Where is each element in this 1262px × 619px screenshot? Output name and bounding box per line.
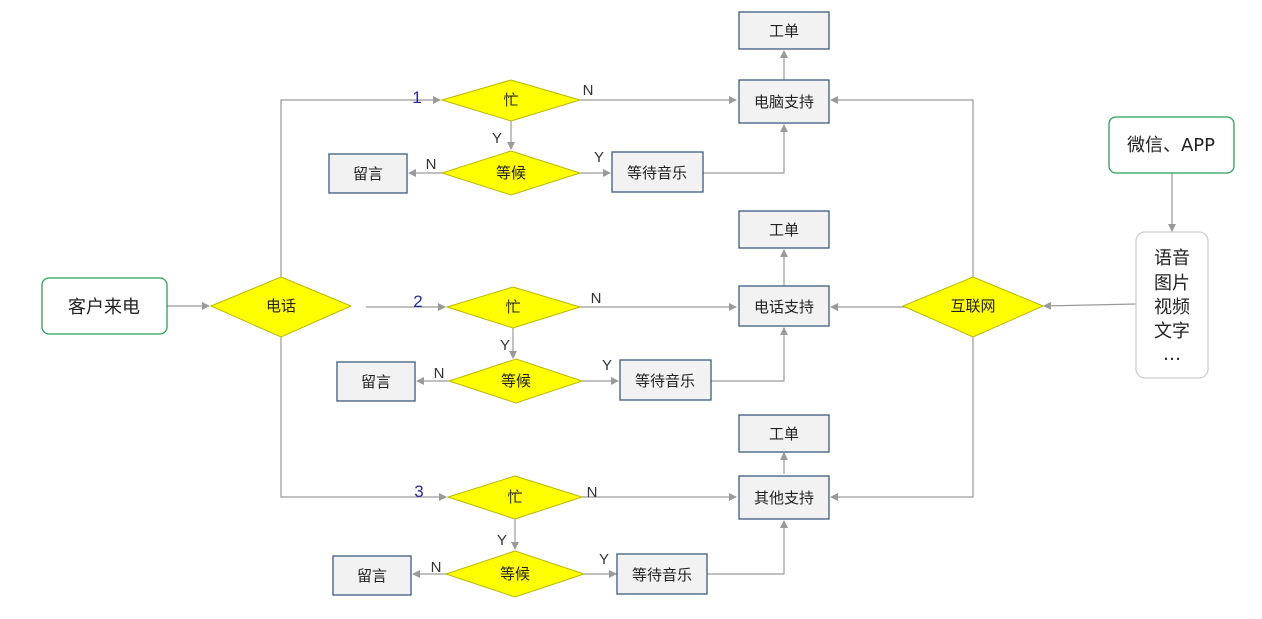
no-label: N <box>587 484 598 501</box>
lane-3: 3 忙 等候 留言 等待音乐 其他支持 工单 N Y N Y <box>332 414 830 598</box>
music-label: 等待音乐 <box>635 372 695 390</box>
support-label: 电话支持 <box>754 298 814 316</box>
media-item: 文字 <box>1154 321 1190 342</box>
ticket-label: 工单 <box>769 425 799 443</box>
music-label: 等待音乐 <box>627 164 687 182</box>
message-label: 留言 <box>357 567 387 585</box>
yes-label: Y <box>492 130 502 147</box>
busy-decision: 忙 <box>446 475 584 520</box>
no-label: N <box>591 290 602 307</box>
edge-internet-to-support1 <box>830 96 974 277</box>
music-box: 等待音乐 <box>619 359 712 401</box>
support-label: 其他支持 <box>754 489 814 507</box>
busy-label: 忙 <box>507 488 522 506</box>
ticket-box: 工单 <box>738 210 830 249</box>
support-box: 其他支持 <box>738 475 830 520</box>
ticket-box: 工单 <box>738 414 830 453</box>
internet-decision: 互联网 <box>901 276 1045 338</box>
message-box: 留言 <box>336 361 416 402</box>
yes-label: Y <box>599 551 609 568</box>
wait-label: 等候 <box>501 372 531 390</box>
wechat-app-label: 微信、APP <box>1127 135 1215 156</box>
wechat-app-node: 微信、APP <box>1108 116 1235 174</box>
wait-label: 等候 <box>500 565 530 583</box>
message-box: 留言 <box>328 153 408 194</box>
no-label: N <box>583 82 594 99</box>
edge-media-to-internet <box>1043 301 1137 310</box>
media-item: 语音 <box>1154 248 1190 269</box>
music-box: 等待音乐 <box>611 151 704 193</box>
edge-phone-to-busy-3 <box>280 337 447 501</box>
ticket-label: 工单 <box>769 221 799 239</box>
no-label: N <box>426 156 437 173</box>
edge-music3-to-support3 <box>707 520 788 575</box>
busy-label: 忙 <box>503 91 518 109</box>
media-item: … <box>1163 344 1181 365</box>
yes-label: Y <box>500 337 510 354</box>
lane-number: 3 <box>414 482 423 501</box>
message-label: 留言 <box>353 165 383 183</box>
support-box: 电脑支持 <box>738 79 830 124</box>
edge-music1-to-support1 <box>703 124 788 174</box>
lane-number: 1 <box>412 88 421 107</box>
ticket-box: 工单 <box>738 11 830 50</box>
busy-label: 忙 <box>505 298 520 316</box>
edges <box>167 50 1176 578</box>
no-label: N <box>431 559 442 576</box>
edge-phone-to-busy-1 <box>280 96 441 277</box>
message-label: 留言 <box>361 373 391 391</box>
yes-label: Y <box>602 357 612 374</box>
media-item: 视频 <box>1154 297 1190 318</box>
support-label: 电脑支持 <box>754 93 814 111</box>
music-box: 等待音乐 <box>616 553 708 595</box>
busy-decision: 忙 <box>445 286 582 329</box>
ticket-label: 工单 <box>769 22 799 40</box>
phone-label: 电话 <box>266 297 296 315</box>
busy-decision: 忙 <box>440 79 582 122</box>
wait-label: 等候 <box>496 164 526 182</box>
customer-call-node: 客户来电 <box>41 277 168 335</box>
internet-label: 互联网 <box>950 297 995 315</box>
customer-call-label: 客户来电 <box>68 297 140 318</box>
lane-1: 1 忙 等候 留言 等待音乐 电脑支持 工单 N Y N Y <box>328 11 830 196</box>
wait-decision: 等候 <box>447 358 584 404</box>
lane-number: 2 <box>413 292 422 311</box>
lane-2: 2 忙 等候 留言 等待音乐 电话支持 工单 N Y N Y <box>336 210 830 404</box>
wait-decision: 等候 <box>444 550 586 598</box>
media-list-node: 语音 图片 视频 文字 … <box>1135 231 1209 379</box>
wait-decision: 等候 <box>440 150 582 196</box>
message-box: 留言 <box>332 555 412 596</box>
support-box: 电话支持 <box>738 285 830 327</box>
media-item: 图片 <box>1154 273 1190 294</box>
edge-music2-to-support2 <box>711 327 788 382</box>
no-label: N <box>434 365 445 382</box>
edge-internet-to-support3 <box>830 337 974 501</box>
music-label: 等待音乐 <box>632 566 692 584</box>
phone-decision: 电话 <box>209 276 353 338</box>
yes-label: Y <box>594 149 604 166</box>
yes-label: Y <box>497 532 507 549</box>
